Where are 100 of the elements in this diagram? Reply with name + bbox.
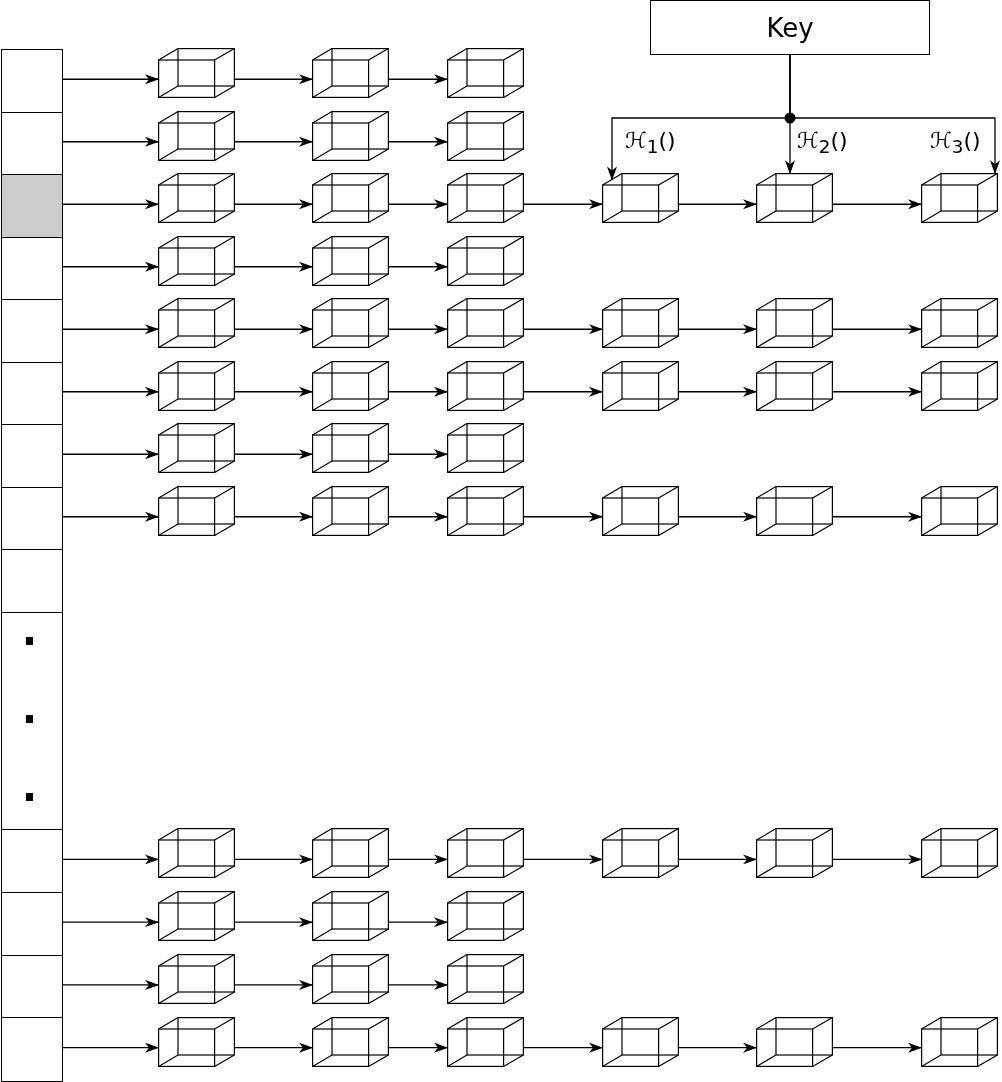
array-cell	[1, 361, 63, 426]
cube	[447, 48, 524, 99]
array-cell	[1, 111, 63, 176]
arrow	[523, 324, 603, 335]
arrow	[832, 199, 922, 210]
cube	[756, 485, 833, 536]
arrow	[678, 1042, 757, 1053]
arrow	[388, 261, 448, 272]
cube	[447, 828, 524, 879]
arrow	[388, 324, 448, 335]
cube	[158, 235, 235, 286]
cube	[756, 828, 833, 879]
key-box: Key	[650, 0, 930, 55]
cube	[756, 360, 833, 411]
arrow	[234, 199, 313, 210]
arrow	[234, 386, 313, 397]
cube	[602, 360, 679, 411]
cube	[158, 485, 235, 536]
cube	[312, 891, 389, 942]
cube	[756, 173, 833, 224]
arrow	[678, 511, 757, 522]
cube	[312, 953, 389, 1004]
arrow	[523, 511, 603, 522]
cube	[447, 235, 524, 286]
array-cell	[1, 1017, 63, 1082]
arrow	[62, 917, 159, 928]
cube	[158, 1016, 235, 1067]
cube	[602, 828, 679, 879]
arrow	[234, 324, 313, 335]
arrow	[789, 54, 1000, 175]
arrow	[62, 386, 159, 397]
cube	[158, 110, 235, 161]
arrow	[388, 854, 448, 865]
array-cell	[1, 424, 63, 488]
cube	[921, 1016, 998, 1067]
cube	[312, 48, 389, 99]
arrow	[523, 1042, 603, 1053]
arrow	[62, 449, 159, 460]
arrow	[388, 917, 448, 928]
arrow	[62, 1042, 159, 1053]
arrow	[523, 199, 603, 210]
array-cell	[1, 299, 63, 363]
arrow	[62, 324, 159, 335]
cube	[447, 360, 524, 411]
arrow	[234, 979, 313, 990]
cube	[158, 173, 235, 224]
arrow	[388, 449, 448, 460]
arrow	[388, 386, 448, 397]
arrow	[234, 854, 313, 865]
arrow	[234, 74, 313, 85]
arrow	[678, 386, 757, 397]
cube	[756, 298, 833, 349]
arrow	[832, 511, 922, 522]
cube	[158, 360, 235, 411]
cube	[602, 1016, 679, 1067]
arrow	[234, 1042, 313, 1053]
cube	[602, 485, 679, 536]
arrow	[678, 324, 757, 335]
array-cell	[1, 486, 63, 551]
cube	[312, 173, 389, 224]
cube	[921, 828, 998, 879]
arrow	[234, 136, 313, 147]
array-cell	[1, 611, 63, 831]
cube	[602, 298, 679, 349]
cube	[921, 173, 998, 224]
array-cell	[1, 49, 63, 113]
array-cell	[1, 829, 63, 894]
arrow	[388, 979, 448, 990]
cube	[158, 48, 235, 99]
cube	[158, 891, 235, 942]
arrow	[832, 1042, 922, 1053]
arrow	[678, 854, 757, 865]
cube	[158, 828, 235, 879]
cube	[312, 828, 389, 879]
cube	[312, 423, 389, 474]
arrow	[523, 386, 603, 397]
arrow	[62, 261, 159, 272]
arrow	[678, 199, 757, 210]
array-cell	[1, 891, 63, 956]
cube	[921, 485, 998, 536]
arrow	[62, 199, 159, 210]
array-cell	[1, 549, 63, 613]
arrow	[62, 511, 159, 522]
arrow	[62, 979, 159, 990]
array-cell	[1, 954, 63, 1019]
cube	[312, 298, 389, 349]
cube	[447, 891, 524, 942]
cube	[921, 298, 998, 349]
arrow	[62, 74, 159, 85]
arrow	[523, 854, 603, 865]
cube	[756, 1016, 833, 1067]
cube	[447, 110, 524, 161]
cube	[602, 173, 679, 224]
cube	[312, 235, 389, 286]
arrow	[388, 199, 448, 210]
cube	[312, 360, 389, 411]
arrow	[234, 261, 313, 272]
cube	[447, 1016, 524, 1067]
cube	[158, 423, 235, 474]
arrow	[234, 449, 313, 460]
